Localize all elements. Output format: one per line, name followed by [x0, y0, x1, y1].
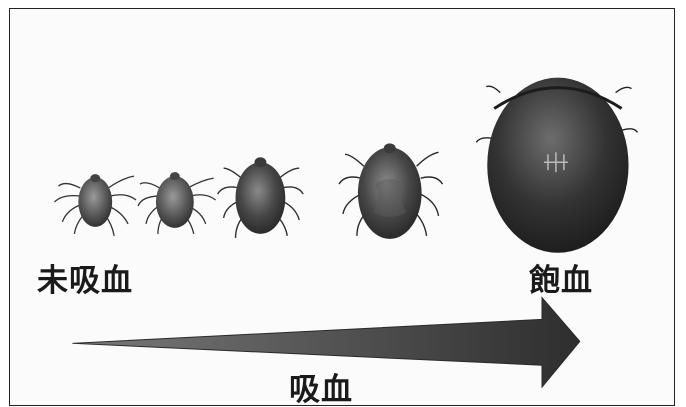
- label-feeding: 吸血: [289, 364, 353, 406]
- label-unfed: 未吸血: [37, 255, 133, 300]
- tick-unfed-1: [54, 174, 136, 236]
- tick-engorged: [476, 78, 637, 253]
- tick-unfed-2: [138, 172, 216, 234]
- label-engorged: 飽血: [529, 255, 593, 300]
- figure-frame: 未吸血 飽血 吸血: [9, 8, 675, 406]
- tick-illustration: [10, 9, 674, 405]
- tick-partially-fed: [218, 157, 304, 238]
- tick-mostly-fed: [339, 143, 442, 239]
